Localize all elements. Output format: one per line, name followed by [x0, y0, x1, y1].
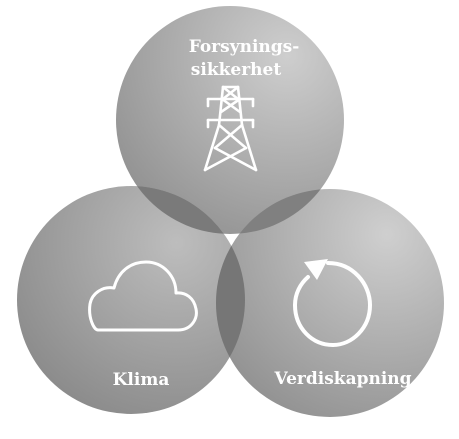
power-pylon-icon	[203, 85, 258, 172]
cloud-icon	[88, 260, 198, 332]
circle-verdiskapning	[216, 189, 444, 417]
label-klima: Klima	[113, 370, 170, 390]
label-forsyningssikkerhet-line1: Forsynings-	[189, 37, 300, 57]
refresh-cycle-icon	[292, 259, 373, 348]
label-verdiskapning: Verdiskapning	[273, 369, 411, 389]
circle-klima	[17, 186, 245, 414]
label-forsyningssikkerhet-line2: sikkerhet	[191, 60, 282, 80]
